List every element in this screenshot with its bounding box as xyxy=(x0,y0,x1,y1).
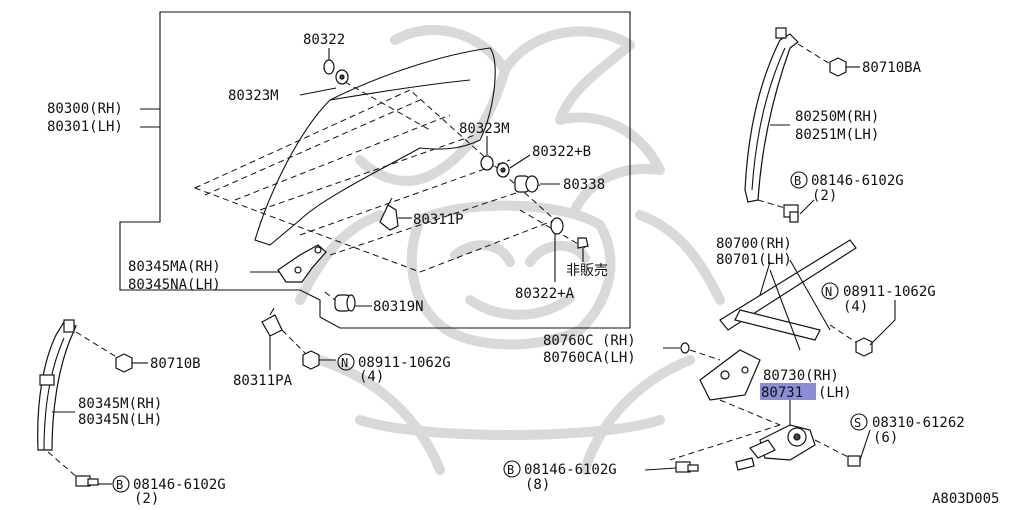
label-80345N: 80345N(LH) xyxy=(78,412,162,428)
label-80345NA: 80345NA(LH) xyxy=(128,277,221,293)
glass-bolt-top xyxy=(323,59,349,85)
label-80760C: 80760C (RH) xyxy=(543,333,636,349)
label-80300: 80300(RH) xyxy=(47,101,123,117)
regulator-80700 xyxy=(699,239,857,401)
label-80251M: 80251M(LH) xyxy=(795,127,879,143)
label-hihanbai: 非販売 xyxy=(566,263,608,279)
label-80311PA: 80311PA xyxy=(233,373,293,389)
label-80345MA: 80345MA(RH) xyxy=(128,259,221,275)
door-glass xyxy=(254,47,496,246)
label-80322-top: 80322 xyxy=(303,32,345,48)
run-channel-80345M xyxy=(37,319,77,451)
label-screw-right-part: 08310-61262 xyxy=(872,415,965,431)
diagram-code: A803D005 xyxy=(932,491,999,507)
bolt-top-right xyxy=(783,204,799,223)
label-bolt-left-qty: (2) xyxy=(134,491,159,507)
label-nut-right-part: 08911-1062G xyxy=(843,284,936,300)
nut-symbol-right: N xyxy=(821,282,839,300)
label-bolt-mid-part: 08146-6102G xyxy=(524,462,617,478)
label-80760CA: 80760CA(LH) xyxy=(543,350,636,366)
label-80323M-mid: 80323M xyxy=(459,121,510,137)
bolt-symbol-mid: B xyxy=(503,460,521,478)
label-80338: 80338 xyxy=(563,177,605,193)
bolt-symbol-top: B xyxy=(790,171,808,189)
label-80700: 80700(RH) xyxy=(716,236,792,252)
label-80250M: 80250M(RH) xyxy=(795,109,879,125)
label-80323M-top: 80323M xyxy=(228,88,279,104)
clip-80311P xyxy=(379,197,399,231)
label-80710B: 80710B xyxy=(150,356,201,372)
nut-symbol-mid-letter: N xyxy=(341,356,348,370)
regulator-plane-dash xyxy=(193,89,556,273)
clip-80311PA xyxy=(261,307,283,337)
label-nut-right-qty: (4) xyxy=(843,299,868,315)
screw-symbol-right: S xyxy=(850,413,868,431)
screw-motor xyxy=(847,455,861,467)
bolt-symbol-left-letter: B xyxy=(116,478,123,492)
bracket-80345MA xyxy=(277,244,327,283)
label-bolt-top-qty: (2) xyxy=(812,188,837,204)
label-80311P: 80311P xyxy=(413,212,464,228)
label-nut-mid-part: 08911-1062G xyxy=(358,355,451,371)
label-80322B: 80322+B xyxy=(532,144,591,160)
bolt-mid xyxy=(675,461,699,473)
label-80301: 80301(LH) xyxy=(47,119,123,135)
label-bolt-top-part: 08146-6102G xyxy=(811,173,904,189)
motor-80730 xyxy=(735,424,816,471)
screw-symbol-right-letter: S xyxy=(854,416,861,430)
glass-spacers-mid xyxy=(480,155,539,193)
nut-symbol-right-letter: N xyxy=(825,285,832,299)
bushing-80319N xyxy=(334,294,356,312)
washer-80760C xyxy=(680,342,690,354)
glass-group-frame xyxy=(119,11,631,329)
label-80345M: 80345M(RH) xyxy=(78,396,162,412)
label-80701: 80701(LH) xyxy=(716,252,792,268)
nut-symbol-mid: N xyxy=(337,353,355,371)
label-80731-side: (LH) xyxy=(818,385,852,401)
bolt-symbol-mid-letter: B xyxy=(507,463,514,477)
label-80730: 80730(RH) xyxy=(763,368,839,384)
label-bolt-left-part: 08146-6102G xyxy=(133,477,226,493)
watermark-crest xyxy=(295,25,725,475)
bolt-left xyxy=(75,475,99,487)
label-screw-right-qty: (6) xyxy=(873,430,898,446)
label-80322A: 80322+A xyxy=(515,286,575,302)
label-80731: 80731 xyxy=(761,385,803,401)
label-80319N: 80319N xyxy=(373,299,424,315)
nut-mid xyxy=(302,350,320,370)
bolt-symbol-left: B xyxy=(112,475,130,493)
label-bolt-mid-qty: (8) xyxy=(525,477,550,493)
bolt-symbol-top-letter: B xyxy=(794,174,801,188)
run-channel-80250M xyxy=(744,27,799,203)
highlight-80731 xyxy=(760,383,816,400)
label-nut-mid-qty: (4) xyxy=(359,369,384,385)
label-80710BA: 80710BA xyxy=(862,60,922,76)
clip-80322A xyxy=(550,217,589,249)
nut-80710BA xyxy=(829,57,847,77)
nut-80710B xyxy=(115,353,133,373)
nut-right-regulator xyxy=(855,337,873,357)
